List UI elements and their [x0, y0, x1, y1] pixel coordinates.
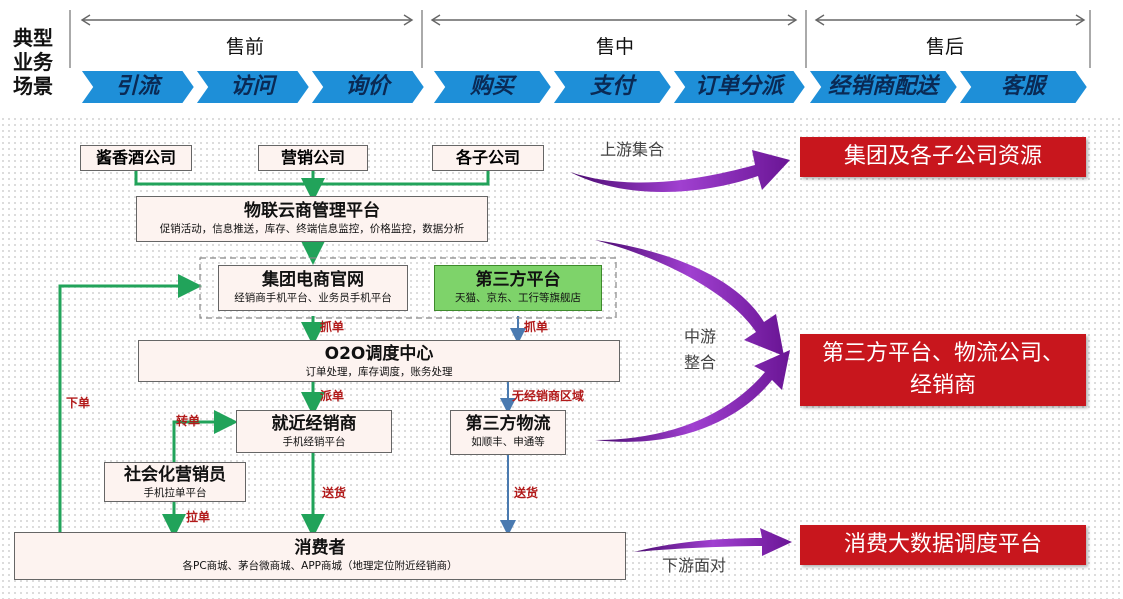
step-payment: 支付	[589, 74, 634, 99]
social-title: 社会化营销员	[124, 465, 226, 485]
process-chevrons	[78, 69, 1090, 105]
box-subsidiaries: 各子公司	[432, 145, 544, 171]
box-o2o-center: O2O调度中心 订单处理，库存调度，账务处理	[138, 340, 620, 382]
box-group-site: 集团电商官网 经销商手机平台、业务员手机平台	[218, 265, 408, 311]
logistics-sub: 如顺丰、申通等	[471, 436, 545, 448]
scenario-label: 典型业务场景	[13, 26, 53, 98]
label-pull-order: 拉单	[186, 510, 211, 524]
label-downstream: 下游面对	[662, 556, 727, 575]
step-customer-service: 客服	[1000, 74, 1045, 99]
box-nearby-dealer: 就近经销商 手机经销平台	[236, 410, 392, 453]
box-social-marketer: 社会化营销员 手机拉单平台	[104, 462, 246, 502]
box-third-party-resources: 第三方平台、物流公司、经销商	[800, 334, 1086, 406]
chevron-7	[956, 69, 1090, 105]
box-moutai-company: 酱香酒公司	[80, 145, 192, 171]
dealer-sub: 手机经销平台	[282, 436, 346, 448]
consumer-sub: 各PC商城、茅台微商城、APP商城（地理定位附近经销商）	[182, 560, 458, 572]
third-platform-sub: 天猫、京东、工行等旗舰店	[455, 292, 581, 304]
label-deliver-1: 送货	[322, 486, 347, 500]
step-traffic: 引流	[115, 74, 160, 99]
chevron-6	[806, 69, 960, 105]
step-inquiry: 询价	[345, 74, 390, 99]
cloud-platform-sub: 促销活动，信息推送，库存、终端信息监控，价格监控，数据分析	[159, 223, 465, 235]
label-deliver-2: 送货	[514, 486, 539, 500]
chevron-3	[430, 69, 554, 105]
box-third-logistics: 第三方物流 如顺丰、申通等	[450, 410, 566, 455]
label-no-dealer-area: 无经销商区域	[512, 389, 585, 403]
o2o-sub: 订单处理，库存调度，账务处理	[305, 366, 453, 378]
o2o-title: O2O调度中心	[324, 344, 434, 364]
step-visit: 访问	[230, 74, 275, 99]
phase-presale: 售前	[225, 36, 264, 58]
header-graphics	[69, 10, 1091, 105]
box-group-resources: 集团及各子公司资源	[800, 137, 1086, 177]
phase-aftersale: 售后	[925, 36, 964, 58]
step-dealer-delivery: 经销商配送	[827, 74, 938, 99]
label-dispatch: 派单	[320, 389, 345, 403]
label-grab-order-1: 抓单	[320, 320, 345, 334]
chevron-0	[78, 69, 197, 105]
group-site-title: 集团电商官网	[262, 270, 364, 290]
label-grab-order-2: 抓单	[524, 320, 549, 334]
label-transfer: 转单	[176, 414, 201, 428]
label-midstream: 中游整合	[683, 327, 716, 372]
cloud-platform-title: 物联云商管理平台	[244, 201, 380, 221]
dealer-title: 就近经销商	[271, 414, 357, 434]
chevron-2	[308, 69, 427, 105]
chevron-5	[670, 69, 808, 105]
social-sub: 手机拉单平台	[143, 487, 207, 499]
phase-insale: 售中	[595, 36, 634, 58]
label-place-order: 下单	[66, 396, 91, 410]
box-consumer: 消费者 各PC商城、茅台微商城、APP商城（地理定位附近经销商）	[14, 532, 626, 580]
consumer-title: 消费者	[294, 538, 346, 558]
group-site-sub: 经销商手机平台、业务员手机平台	[234, 292, 392, 304]
label-upstream: 上游集合	[600, 140, 665, 159]
box-big-data-platform: 消费大数据调度平台	[800, 525, 1086, 565]
step-purchase: 购买	[469, 74, 514, 99]
chevron-4	[550, 69, 674, 105]
third-platform-title: 第三方平台	[475, 270, 561, 290]
box-third-platform: 第三方平台 天猫、京东、工行等旗舰店	[434, 265, 602, 311]
logistics-title: 第三方物流	[465, 414, 551, 434]
chevron-1	[193, 69, 312, 105]
box-marketing-company: 营销公司	[258, 145, 368, 171]
box-cloud-platform: 物联云商管理平台 促销活动，信息推送，库存、终端信息监控，价格监控，数据分析	[136, 196, 488, 242]
step-order-dispatch: 订单分派	[694, 74, 783, 99]
